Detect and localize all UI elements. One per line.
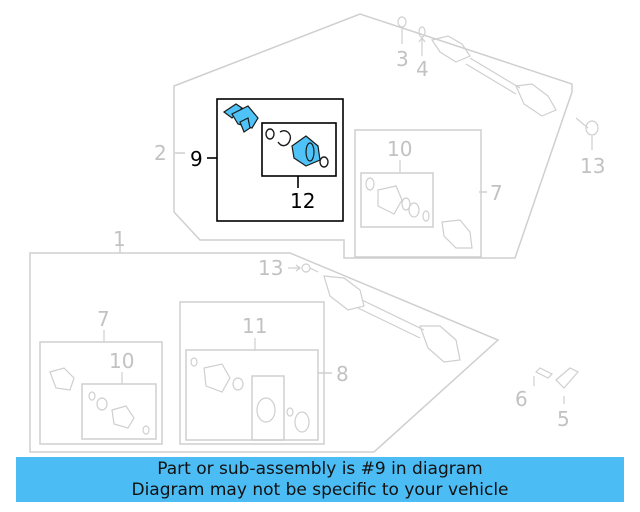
- label-13-lower: 13: [258, 256, 283, 280]
- label-9[interactable]: 9: [190, 147, 203, 171]
- bolt-13-lower-icon: [288, 263, 319, 273]
- label-10-lower: 10: [109, 349, 134, 373]
- label-7-lower: 7: [97, 307, 110, 331]
- axle-shaft-upper-icon: [431, 35, 557, 117]
- bolt-13-upper-icon: [575, 117, 599, 150]
- cv-joint-outer-upper-icon: [441, 219, 473, 249]
- box-12-highlighted[interactable]: [261, 122, 337, 177]
- label-12[interactable]: 12: [290, 189, 315, 213]
- inner-cv-joint-highlighted-icon[interactable]: [222, 103, 259, 133]
- label-10-upper: 10: [387, 137, 412, 161]
- stud-4-icon: [418, 26, 426, 56]
- label-6: 6: [515, 387, 528, 411]
- cv-joint-lower-left-icon: [49, 367, 150, 435]
- label-5: 5: [557, 407, 570, 431]
- box-8: [179, 301, 325, 445]
- box-11-inner: [251, 375, 285, 441]
- box-9-highlighted[interactable]: [216, 98, 344, 222]
- box-7-upper: [354, 129, 482, 258]
- box-10-lower: [81, 383, 157, 440]
- label-4: 4: [416, 57, 429, 81]
- banner-line-2: Diagram may not be specific to your vehi…: [131, 480, 509, 500]
- label-13-upper: 13: [580, 154, 605, 178]
- label-3: 3: [396, 47, 409, 71]
- bracket-5-icon: [555, 367, 579, 404]
- label-11: 11: [242, 314, 267, 338]
- label-7-upper: 7: [490, 181, 503, 205]
- cv-joint-upper-icon: [365, 177, 430, 222]
- label-2: 2: [154, 141, 167, 165]
- lower-assembly-outline: [29, 252, 500, 453]
- cv-joint-box11-icon: [190, 357, 310, 433]
- axle-shaft-lower-icon: [323, 275, 461, 363]
- label-8: 8: [336, 362, 349, 386]
- box-10-upper: [360, 172, 434, 228]
- label-1: 1: [113, 227, 126, 251]
- bolt-3-icon: [397, 16, 407, 44]
- nut-6-icon: [533, 367, 554, 386]
- boot-kit-highlighted-icon[interactable]: [265, 128, 329, 168]
- banner-line-1: Part or sub-assembly is #9 in diagram: [157, 459, 483, 479]
- box-7-lower: [39, 341, 163, 445]
- notice-banner: Part or sub-assembly is #9 in diagram Di…: [16, 457, 624, 502]
